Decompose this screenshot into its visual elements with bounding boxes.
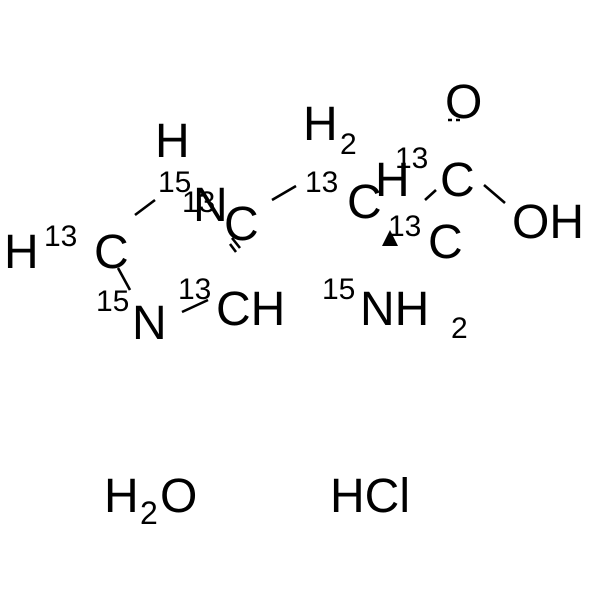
ring-c2-isotope: 13	[178, 273, 211, 306]
ring-c5-atom: C	[94, 226, 129, 279]
bond-c5-n3	[116, 267, 132, 291]
bonds	[116, 118, 506, 314]
bond-carboxyl-oh	[483, 184, 506, 204]
ring-c2-atom: CH	[216, 283, 285, 336]
amine-subscript: 2	[451, 312, 468, 345]
amine-isotope: 15	[322, 273, 355, 306]
ring-n3-atom: N	[132, 297, 167, 350]
ring-n1-isotope: 15	[158, 166, 191, 199]
water-hydrogen: H	[104, 470, 139, 523]
carboxyl-isotope: 13	[395, 142, 428, 175]
alpha-atom: C	[428, 216, 463, 269]
ch2-hydrogen-subscript: 2	[340, 128, 357, 161]
ring-n3-isotope: 15	[96, 285, 129, 318]
bond-carboxyl-alpha	[424, 189, 437, 201]
bond-n3-c2	[181, 298, 209, 314]
amine-atom: NH	[360, 283, 429, 336]
ring-c4-isotope: 13	[182, 186, 215, 219]
alpha-hydrogen: H	[375, 154, 410, 207]
bond-c4-c2-inner	[228, 243, 238, 253]
bond-c4-c2	[230, 237, 242, 249]
carboxyl-atom: C	[440, 154, 475, 207]
bond-c4-ch2	[271, 184, 297, 202]
bond-alpha-wedge	[382, 230, 398, 246]
water-molecule: H 2 O	[104, 470, 197, 531]
ch2-isotope: 13	[305, 166, 338, 199]
hydroxyl-group: OH	[512, 196, 584, 249]
water-subscript: 2	[140, 495, 158, 531]
ring-n1-atom: N	[193, 179, 228, 232]
ch2-hydrogen: H	[303, 98, 338, 151]
ring-c5-isotope: 13	[44, 220, 77, 253]
ring-nh-hydrogen: H	[155, 115, 190, 168]
water-oxygen: O	[160, 470, 197, 523]
ring-c5-hydrogen: H	[4, 226, 39, 279]
hydrochloride: HCl	[330, 470, 410, 523]
carbonyl-oxygen: O	[445, 76, 482, 129]
alpha-isotope: 13	[388, 210, 421, 243]
ch2-atom: C	[347, 176, 382, 229]
ring-c4-atom: C	[224, 198, 259, 251]
bond-c5-n1	[134, 198, 156, 217]
